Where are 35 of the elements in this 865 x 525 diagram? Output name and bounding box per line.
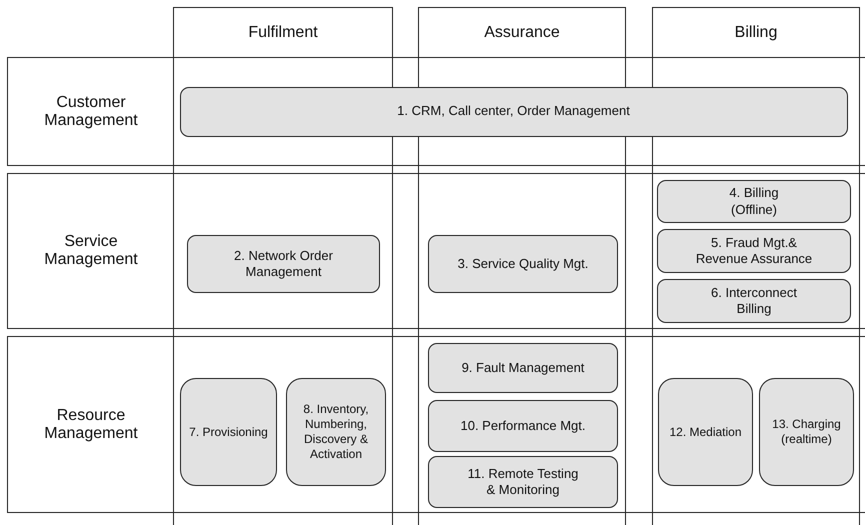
function-label: 3. Service Quality Mgt.: [458, 256, 588, 272]
row-band: [7, 57, 865, 166]
function-label: 10. Performance Mgt.: [460, 418, 586, 434]
function-box: [428, 400, 618, 452]
function-box: [428, 343, 618, 393]
row-band: [7, 336, 865, 513]
function-label: 13. Charging (realtime): [771, 417, 842, 447]
function-label: 5. Fraud Mgt.& Revenue Assurance: [694, 234, 814, 268]
function-box: [657, 229, 851, 273]
function-box: [428, 235, 618, 293]
column-heading: Assurance: [484, 24, 560, 42]
function-label: 8. Inventory, Numbering, Discovery & Activation: [302, 402, 370, 462]
function-label: 6. Interconnect Billing: [710, 284, 798, 318]
function-label: 1. CRM, Call center, Order Management: [397, 103, 630, 120]
function-box: [428, 456, 618, 508]
function-label: 4. Billing (Offline): [728, 185, 780, 218]
column-heading: Fulfilment: [248, 24, 318, 42]
row-heading: Customer Management: [43, 94, 139, 130]
row-heading: Service Management: [43, 233, 139, 269]
function-label: 12. Mediation: [669, 424, 742, 440]
function-box: [759, 378, 854, 486]
function-label: 2. Network Order Management: [233, 248, 334, 280]
function-label: 9. Fault Management: [462, 360, 584, 376]
function-box: [657, 180, 851, 223]
function-label: 11. Remote Testing & Monitoring: [466, 466, 580, 498]
function-box: [180, 86, 848, 136]
function-box: [187, 235, 380, 293]
function-box: [657, 279, 851, 323]
function-box: [180, 378, 277, 486]
column-heading: Billing: [734, 24, 778, 42]
row-heading: Resource Management: [43, 406, 139, 442]
function-label: 7. Provisioning: [189, 424, 268, 440]
function-box: [286, 378, 386, 486]
row-band: [7, 173, 865, 329]
function-box: [658, 378, 753, 486]
